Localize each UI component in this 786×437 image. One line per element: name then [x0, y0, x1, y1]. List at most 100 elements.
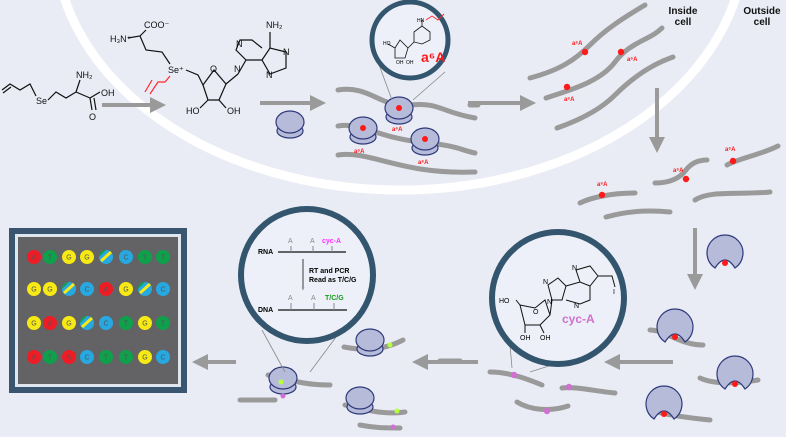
base-call-letter: T [48, 255, 53, 262]
base-call-letter: T [124, 355, 129, 362]
atom-label: NH₂ [76, 70, 93, 80]
modification-dot [682, 175, 690, 183]
base-call-ambiguous-part [80, 316, 87, 323]
capture-protein [716, 355, 754, 390]
base-call-letter: G [47, 287, 52, 294]
rna-strand [559, 385, 618, 396]
base-call-letter: T [104, 355, 109, 362]
atom-label: HO [186, 106, 200, 116]
inside-cell-label: cell [675, 17, 692, 28]
base-call-ambiguous-part [138, 282, 145, 289]
rna-strand [603, 208, 673, 220]
rna-strand [514, 399, 571, 412]
modification-dot [581, 48, 589, 56]
atom-label: N [572, 265, 577, 272]
dna-mark: A [311, 295, 316, 302]
modification-dot [422, 136, 428, 142]
base-call-G [27, 282, 41, 296]
atom-label: H₃N⁺ [110, 34, 132, 44]
base-call-A [43, 316, 57, 330]
base-call-letter: C [84, 287, 89, 294]
step-text: RT and PCR [309, 268, 349, 275]
sequencing-zoom-lens [238, 206, 376, 344]
base-call-G [138, 350, 152, 364]
atom-label: OH [406, 60, 414, 66]
a6A-label: a⁶A [421, 49, 445, 65]
a6A-small-label: a⁶A [418, 160, 429, 166]
base-call-T [156, 316, 170, 330]
lens-pointer [412, 71, 446, 101]
a6A-small-label: a⁶A [725, 147, 736, 153]
base-call-letter: G [123, 287, 128, 294]
base-call-letter: A [67, 355, 72, 362]
rna-label: RNA [258, 249, 273, 256]
outside-cell-label: cell [754, 17, 771, 28]
atom-label: HN [417, 18, 425, 24]
atom-label: OH [396, 60, 404, 66]
modification-dot [563, 83, 571, 91]
rna-strand [335, 151, 478, 175]
cycA-structure [515, 265, 616, 334]
atom-label: OH [101, 88, 115, 98]
base-call-T [119, 316, 133, 330]
ribosome-large-subunit [268, 366, 298, 390]
ribosome-large-subunit [355, 328, 385, 352]
capture-protein [645, 385, 683, 420]
cycA-zoom-lens [489, 229, 627, 367]
base-call-A [27, 350, 41, 364]
modification-dot [672, 334, 678, 340]
a6A-structure [387, 20, 431, 59]
rna-strand [543, 25, 665, 101]
base-call-G [119, 282, 133, 296]
atom-label: O [533, 309, 539, 316]
base-call-C [80, 350, 94, 364]
base-call-letter: A [48, 321, 53, 328]
base-call-T [119, 350, 133, 364]
base-call-ambiguous-part [80, 316, 94, 329]
modification-dot [387, 342, 393, 348]
base-call-letter: G [142, 321, 147, 328]
base-call-letter: C [123, 255, 128, 262]
atom-label: N [234, 64, 241, 74]
base-call-letter: T [124, 321, 129, 328]
base-call-C [156, 350, 170, 364]
step-text: Read as T/C/G [309, 277, 357, 284]
allyl-group-red [144, 75, 171, 95]
a6A-small-label: a⁶A [572, 41, 583, 47]
lens-pointer [377, 61, 393, 101]
atom-label: N [236, 39, 243, 49]
rna-strand [577, 190, 638, 206]
rna-mark: A [310, 238, 315, 245]
rna-strand [692, 189, 773, 203]
base-call-G [27, 316, 41, 330]
atom-label: O [210, 64, 217, 74]
atom-label: COO⁻ [144, 20, 170, 30]
cell-membrane [60, 0, 740, 195]
sam-analog-labels: H₃N⁺ COO⁻ Se⁺ O N N N N NH₂ HO OH [110, 20, 290, 116]
ribosome-large-subunit [275, 110, 305, 134]
base-call-letter: G [66, 255, 71, 262]
a6A-small-label: a⁶A [564, 97, 575, 103]
capture-protein [656, 308, 694, 343]
modification-dot [543, 407, 551, 415]
atom-label: Se [36, 96, 47, 106]
atom-label: OH [227, 106, 241, 116]
modification-dot [510, 371, 518, 379]
base-call-letter: T [143, 255, 148, 262]
atom-label: OH [520, 335, 531, 342]
base-call-T [99, 350, 113, 364]
rna-strand [357, 422, 403, 431]
atom-label: I [613, 289, 615, 296]
base-call-A [27, 250, 41, 264]
base-call-letter: G [66, 321, 71, 328]
modification-dot [722, 260, 728, 266]
modification-dot [598, 191, 606, 199]
a6A-small-label: a⁶A [597, 182, 608, 188]
allyl-selenohomocysteine-labels: Se NH₂ OH O [36, 70, 115, 122]
base-call-letter: G [142, 355, 147, 362]
modification-dot [565, 383, 573, 391]
base-call-letter: G [84, 255, 89, 262]
a6A-small-label: a⁶A [392, 127, 403, 133]
